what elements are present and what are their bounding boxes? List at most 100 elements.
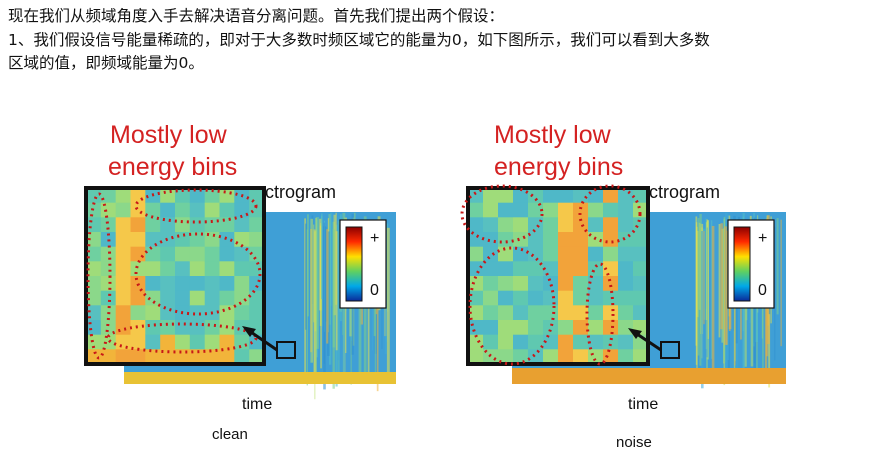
- colorbar-max-label: +: [370, 230, 380, 247]
- zoom-cell: [249, 202, 265, 218]
- zoom-cell: [483, 276, 499, 292]
- zoom-cell: [249, 305, 265, 321]
- zoom-cell: [513, 232, 529, 248]
- heading-line-1: Mostly low: [110, 121, 227, 149]
- spectrogram-streak: [776, 218, 779, 315]
- zoom-cell: [543, 305, 559, 321]
- spectrogram-streak: [726, 230, 728, 345]
- spectrogram-streak: [329, 229, 332, 365]
- zoom-cell: [100, 202, 117, 218]
- zoom-cell: [483, 290, 499, 306]
- zoom-cell: [115, 188, 131, 204]
- zoom-cell: [468, 202, 484, 218]
- zoom-cell: [588, 217, 604, 233]
- zoom-cell: [160, 349, 176, 365]
- zoom-cell: [234, 246, 250, 262]
- zoom-cell: [588, 246, 604, 262]
- spectrogram-streak: [313, 229, 316, 378]
- zoom-cell: [204, 290, 220, 306]
- zoom-cell: [558, 202, 574, 218]
- zoom-cell: [175, 246, 191, 262]
- zoom-cell: [468, 334, 484, 350]
- zoom-cells: [86, 188, 265, 365]
- zoom-cell: [513, 246, 529, 262]
- spectrogram-streak: [386, 227, 390, 381]
- zoom-cell: [160, 320, 176, 336]
- spectrogram-streak: [718, 223, 721, 338]
- zoom-cell: [633, 232, 649, 248]
- zoom-cell: [234, 334, 250, 350]
- zoom-cell: [145, 246, 161, 262]
- zoom-cell: [204, 261, 220, 277]
- zoom-cell: [189, 290, 206, 306]
- zoom-cell: [603, 320, 619, 336]
- zoom-cell: [633, 261, 649, 277]
- zoom-cell: [513, 217, 529, 233]
- zoom-cell: [234, 349, 250, 365]
- zoom-cell: [558, 246, 574, 262]
- zoom-cell: [160, 188, 176, 204]
- colorbar-max-label: +: [758, 230, 768, 247]
- zoom-cell: [86, 305, 102, 321]
- zoom-cell: [633, 349, 649, 365]
- zoom-cell: [528, 217, 544, 233]
- zoom-cell: [618, 320, 634, 336]
- spectrogram-streak: [337, 224, 341, 380]
- zoom-cell: [145, 202, 161, 218]
- zoom-cell: [543, 334, 559, 350]
- zoom-cell: [543, 232, 559, 248]
- spectrogram-streak: [305, 223, 307, 330]
- zoom-cell: [558, 217, 574, 233]
- spectrogram-streak: [701, 231, 704, 389]
- zoom-cell: [573, 276, 589, 292]
- zoom-cell: [633, 246, 649, 262]
- spectrogram-streak: [321, 213, 323, 300]
- zoom-cell: [204, 217, 220, 233]
- zoom-cell: [573, 305, 589, 321]
- zoom-cell: [145, 305, 161, 321]
- zoom-cell: [86, 261, 102, 277]
- zoom-cell: [189, 305, 206, 321]
- zoom-cell: [618, 217, 634, 233]
- low-energy-region: [106, 322, 258, 354]
- zoom-cell: [189, 246, 206, 262]
- zoom-cell: [603, 202, 619, 218]
- zoom-cell: [618, 349, 634, 365]
- zoom-cell: [483, 305, 499, 321]
- zoom-cell: [468, 320, 484, 336]
- zoom-cell: [115, 334, 131, 350]
- zoom-cell: [468, 305, 484, 321]
- figure-caption: noise: [616, 434, 652, 451]
- zoom-cell: [115, 232, 131, 248]
- low-energy-region: [134, 188, 258, 224]
- zoom-cell: [100, 232, 117, 248]
- spectrogram-streak: [720, 223, 723, 330]
- zoom-cell: [588, 290, 604, 306]
- zoom-cell: [603, 217, 619, 233]
- zoom-cell: [86, 232, 102, 248]
- zoom-cell: [573, 290, 589, 306]
- spectrogram-streak: [704, 217, 707, 309]
- zoom-cell: [204, 188, 220, 204]
- zoom-cell: [603, 334, 619, 350]
- zoom-cell: [145, 334, 161, 350]
- figure-caption: clean: [212, 426, 248, 443]
- zoom-cell: [543, 276, 559, 292]
- zoom-cell: [498, 261, 514, 277]
- spectrogram-streak: [710, 220, 713, 359]
- zoom-cell: [498, 276, 514, 292]
- zoom-cell: [513, 276, 529, 292]
- zoom-cell: [175, 290, 191, 306]
- low-energy-region: [585, 262, 615, 366]
- zoom-cell: [513, 188, 529, 204]
- spectrogram-streak: [319, 225, 322, 326]
- spectrogram-streak: [699, 213, 702, 366]
- zoom-cell: [498, 305, 514, 321]
- arrow-head: [628, 328, 642, 339]
- zoom-cell: [618, 305, 634, 321]
- zoom-cell: [603, 276, 619, 292]
- zoom-cell: [513, 305, 529, 321]
- zoom-cell: [483, 320, 499, 336]
- zoom-cell: [573, 232, 589, 248]
- zoom-cell: [86, 188, 102, 204]
